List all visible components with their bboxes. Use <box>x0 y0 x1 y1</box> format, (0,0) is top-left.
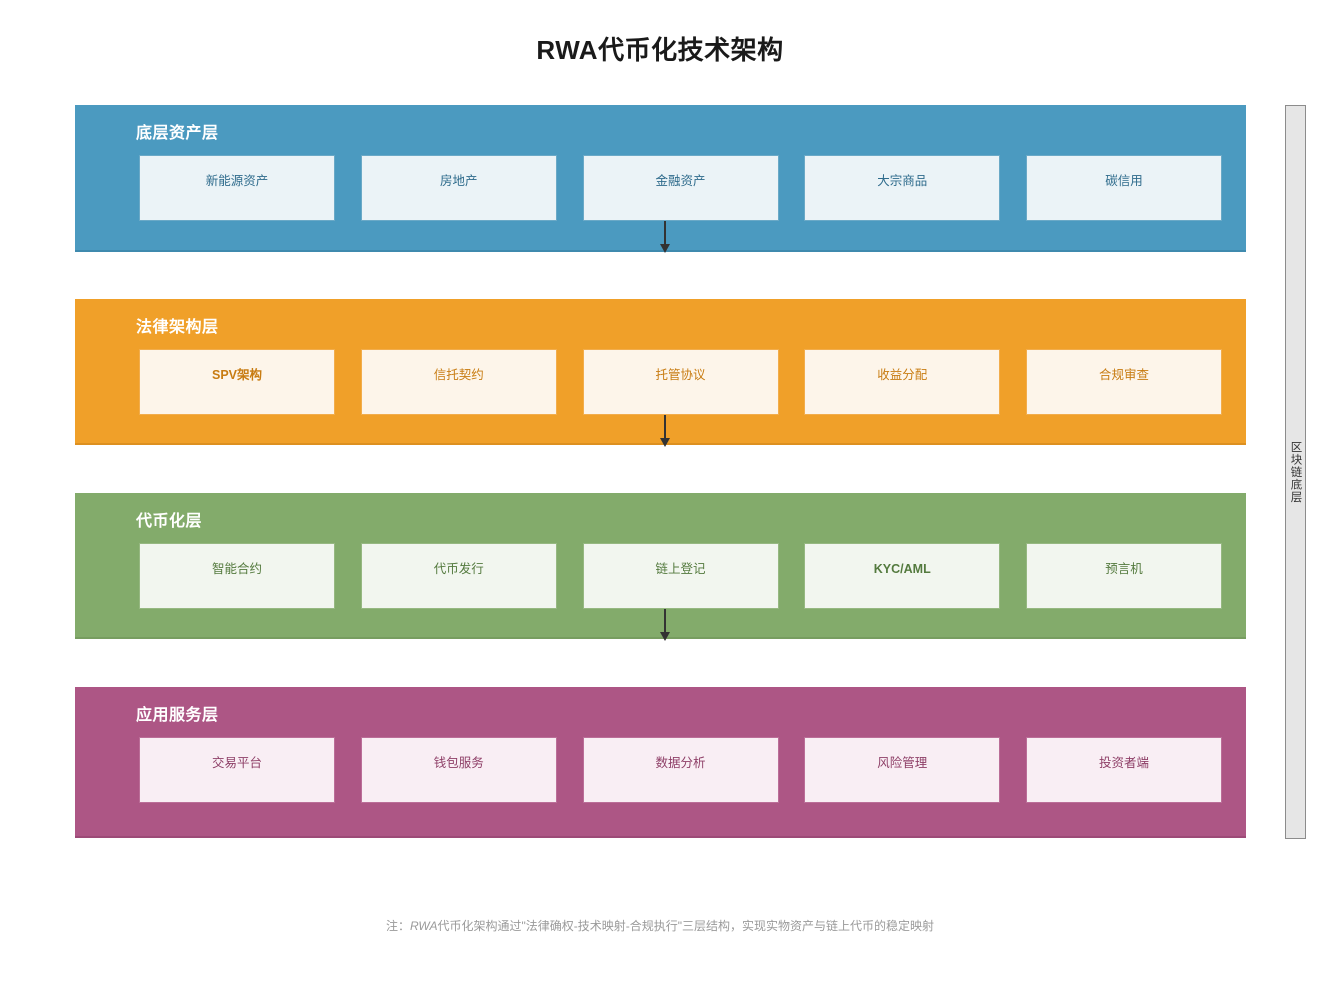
node-box[interactable]: 数据分析 <box>582 737 779 803</box>
node-label: 数据分析 <box>655 756 706 770</box>
layer-title-app: 应用服务层 <box>136 707 219 724</box>
node-row-app: 交易平台 钱包服务 数据分析 风险管理 投资者端 <box>139 737 1222 803</box>
node-label: 收益分配 <box>877 368 928 382</box>
node-label: 预言机 <box>1105 562 1143 576</box>
footnote-emphasis: RWA <box>409 919 438 933</box>
node-label: 钱包服务 <box>433 756 484 770</box>
node-box[interactable]: 金融资产 <box>582 155 779 221</box>
node-label: 房地产 <box>439 174 478 188</box>
node-box[interactable]: 收益分配 <box>804 349 1001 415</box>
footnote: 注：RWA代币化架构通过"法律确权-技术映射-合规执行"三层结构，实现实物资产与… <box>0 917 1320 934</box>
node-label: 托管协议 <box>655 368 706 382</box>
blockchain-base-label: 区块链底层 <box>1289 440 1302 504</box>
arrow-head-icon <box>660 438 670 447</box>
node-box[interactable]: 代币发行 <box>360 543 557 609</box>
node-box[interactable]: 房地产 <box>360 155 557 221</box>
footnote-text: 代币化架构通过"法律确权-技术映射-合规执行"三层结构，实现实物资产与链上代币的… <box>437 919 935 933</box>
node-box[interactable]: SPV架构 <box>139 349 335 415</box>
node-row-token: 智能合约 代币发行 链上登记 KYC/AML 预言机 <box>139 543 1222 609</box>
node-box[interactable]: 大宗商品 <box>804 155 1001 221</box>
node-label: SPV架构 <box>211 368 262 382</box>
node-box[interactable]: 链上登记 <box>582 543 779 609</box>
arrow-shaft <box>664 415 666 438</box>
layer-band-app: 应用服务层 交易平台 钱包服务 数据分析 风险管理 投资者端 <box>75 687 1246 838</box>
node-box[interactable]: 合规审查 <box>1026 349 1222 415</box>
layer-band-asset: 底层资产层 新能源资产 房地产 金融资产 大宗商品 碳信用 <box>75 105 1246 252</box>
node-label: 链上登记 <box>655 562 706 576</box>
layer-title-token: 代币化层 <box>136 513 203 530</box>
node-label: 智能合约 <box>211 562 262 576</box>
node-label: 碳信用 <box>1105 174 1143 188</box>
node-label: 新能源资产 <box>205 174 269 188</box>
node-label: 投资者端 <box>1098 756 1149 770</box>
arrow-shaft <box>664 221 666 244</box>
node-label: KYC/AML <box>873 562 931 576</box>
node-label: 合规审查 <box>1098 368 1149 382</box>
node-box[interactable]: 风险管理 <box>804 737 1001 803</box>
node-label: 代币发行 <box>433 562 484 576</box>
connector-arrow-legal-to-token <box>659 415 671 447</box>
node-box[interactable]: 托管协议 <box>582 349 779 415</box>
node-label: 信托契约 <box>433 368 484 382</box>
layer-band-legal: 法律架构层 SPV架构 信托契约 托管协议 收益分配 合规审查 <box>75 299 1246 445</box>
node-box[interactable]: KYC/AML <box>804 543 1001 609</box>
node-box[interactable]: 投资者端 <box>1026 737 1222 803</box>
layer-title-legal: 法律架构层 <box>136 319 219 336</box>
layer-title-asset: 底层资产层 <box>136 125 219 142</box>
node-box[interactable]: 交易平台 <box>139 737 335 803</box>
arrow-head-icon <box>660 632 670 641</box>
node-label: 交易平台 <box>211 756 262 770</box>
connector-arrow-token-to-app <box>659 609 671 641</box>
node-label: 金融资产 <box>655 174 706 188</box>
footnote-prefix: 注： <box>385 919 410 933</box>
page-title: RWA代币化技术架构 <box>536 35 784 65</box>
node-box[interactable]: 预言机 <box>1026 543 1222 609</box>
layer-band-token: 代币化层 智能合约 代币发行 链上登记 KYC/AML 预言机 <box>75 493 1246 639</box>
node-box[interactable]: 新能源资产 <box>139 155 335 221</box>
node-label: 风险管理 <box>877 756 928 770</box>
node-box[interactable]: 智能合约 <box>139 543 335 609</box>
node-row-legal: SPV架构 信托契约 托管协议 收益分配 合规审查 <box>139 349 1222 415</box>
node-row-asset: 新能源资产 房地产 金融资产 大宗商品 碳信用 <box>139 155 1222 221</box>
node-label: 大宗商品 <box>877 174 928 188</box>
node-box[interactable]: 碳信用 <box>1026 155 1222 221</box>
connector-arrow-asset-to-legal <box>659 221 671 253</box>
node-box[interactable]: 信托契约 <box>360 349 557 415</box>
arrow-shaft <box>664 609 666 632</box>
blockchain-base-bar: 区块链底层 <box>1285 105 1306 839</box>
arrow-head-icon <box>660 244 670 253</box>
node-box[interactable]: 钱包服务 <box>360 737 557 803</box>
